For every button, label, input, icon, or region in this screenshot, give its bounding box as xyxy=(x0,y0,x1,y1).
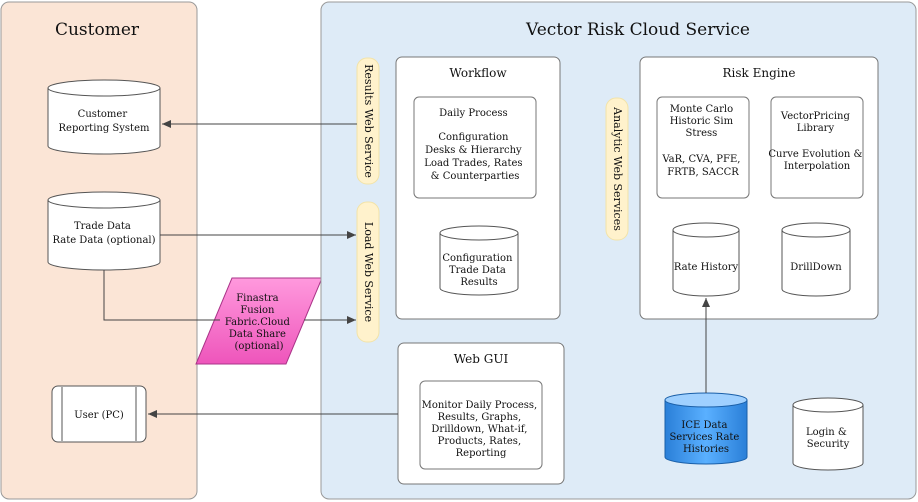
ice-line1: ICE Data xyxy=(681,420,727,431)
monitor-line4: Products, Rates, xyxy=(438,436,521,447)
svg-text:Login & Security: Login & Security xyxy=(806,427,850,450)
monitor-line1: Monitor Daily Process, xyxy=(422,400,538,411)
customer-reporting-system: Customer Reporting System xyxy=(47,79,161,155)
trade-data-label-line1: Trade Data xyxy=(74,221,131,232)
monitor-box: Monitor Daily Process, Results, Graphs, … xyxy=(419,380,543,470)
ice-data-store: ICE Data Services Rate Histories xyxy=(664,392,748,465)
trade-data-store: Trade Data Rate Data (optional) xyxy=(47,191,161,271)
vector-pricing-line5: Interpolation xyxy=(784,161,851,172)
login-line1: Login & xyxy=(806,427,847,438)
workflow-db-line1: Configuration xyxy=(442,253,513,264)
svg-text:VectorPricing Library: VectorPricing Library Curve Evolution & … xyxy=(768,111,865,172)
svg-text:Customer Reporting Syste: Customer Reporting System xyxy=(59,109,150,134)
reporting-system-label-line2: Reporting System xyxy=(59,123,150,134)
finastra-label-line4: Data Share xyxy=(229,329,286,340)
daily-process-line4: Desks & Hierarchy xyxy=(425,145,522,156)
finastra-data-share: Finastra Fusion Fabric.Cloud Data Share … xyxy=(195,277,323,365)
rate-history-store: Rate History xyxy=(672,222,740,297)
finastra-label-line1: Finastra xyxy=(236,293,278,304)
svg-text:Monte Carlo Historic Sim: Monte Carlo Historic Sim Stress VaR, CVA… xyxy=(661,104,743,178)
user-pc: User (PC) xyxy=(51,385,147,443)
monitor-line3: Drilldown, What-if, xyxy=(431,424,527,435)
customer-title: Customer xyxy=(55,20,140,40)
monte-carlo-line6: FRTB, SACCR xyxy=(667,167,739,178)
monte-carlo-line2: Historic Sim xyxy=(670,116,734,127)
workflow-title: Workflow xyxy=(449,66,507,80)
login-security-store: Login & Security xyxy=(792,397,864,471)
svg-text:Trade Data Rate Data (op: Trade Data Rate Data (optional) xyxy=(52,221,155,246)
monitor-line5: Reporting xyxy=(456,448,507,459)
monte-carlo-line5: VaR, CVA, PFE, xyxy=(661,154,740,165)
workflow-database: Configuration Trade Data Results xyxy=(439,225,519,296)
ice-line2: Services Rate xyxy=(669,432,739,443)
finastra-label-line2: Fusion xyxy=(240,305,275,316)
rate-history-label: Rate History xyxy=(674,262,739,273)
svg-text:ICE Data Services Rate: ICE Data Services Rate Histories xyxy=(669,420,742,455)
svg-text:Finastra Fusion Fa: Finastra Fusion Fabric.Cloud Data Share … xyxy=(225,293,293,352)
daily-process-line3: Configuration xyxy=(438,132,509,143)
daily-process-line6: & Counterparties xyxy=(431,171,520,182)
load-web-service-label: Load Web Service xyxy=(362,222,375,322)
monte-carlo-line3: Stress xyxy=(685,128,717,139)
vector-pricing-line4: Curve Evolution & xyxy=(768,149,862,160)
monte-carlo-line1: Monte Carlo xyxy=(670,104,733,115)
daily-process-box: Daily Process Configuration Desks & Hier… xyxy=(413,96,537,199)
analytic-web-services: Analytic Web Services xyxy=(605,97,629,241)
trade-data-label-line2: Rate Data (optional) xyxy=(52,235,155,246)
line-tradedata-to-finastra xyxy=(103,270,220,321)
web-gui-title: Web GUI xyxy=(454,352,509,366)
finastra-label-line3: Fabric.Cloud xyxy=(225,317,291,328)
ice-line3: Histories xyxy=(683,444,729,455)
analytic-web-services-label: Analytic Web Services xyxy=(611,106,624,231)
reporting-system-label-line1: Customer xyxy=(78,109,128,120)
monitor-line2: Results, Graphs, xyxy=(438,412,522,423)
svg-text:Monitor Daily Process, R: Monitor Daily Process, Results, Graphs, … xyxy=(422,400,541,459)
results-web-service-label: Results Web Service xyxy=(362,64,375,178)
daily-process-line1: Daily Process xyxy=(439,108,508,119)
load-web-service: Load Web Service xyxy=(356,201,380,343)
finastra-label-line5: (optional) xyxy=(234,341,283,352)
daily-process-line5: Load Trades, Rates xyxy=(424,158,522,169)
svg-text:Daily Process Configurat: Daily Process Configuration Desks & Hier… xyxy=(424,108,525,182)
monte-carlo-box: Monte Carlo Historic Sim Stress VaR, CVA… xyxy=(656,96,750,199)
vector-pricing-line1: VectorPricing xyxy=(780,111,851,122)
risk-engine-title: Risk Engine xyxy=(723,66,796,80)
workflow-db-line2: Trade Data xyxy=(449,265,506,276)
service-title: Vector Risk Cloud Service xyxy=(525,20,750,40)
results-web-service: Results Web Service xyxy=(356,57,380,185)
workflow-db-line3: Results xyxy=(460,277,497,288)
vector-pricing-line2: Library xyxy=(797,123,835,134)
login-line2: Security xyxy=(807,439,850,450)
drilldown-store: DrillDown xyxy=(781,222,851,297)
vector-pricing-box: VectorPricing Library Curve Evolution & … xyxy=(768,96,865,199)
user-pc-label: User (PC) xyxy=(74,410,124,421)
drilldown-label: DrillDown xyxy=(790,262,842,273)
svg-text:Configuration Trade Data: Configuration Trade Data Results xyxy=(442,253,515,288)
